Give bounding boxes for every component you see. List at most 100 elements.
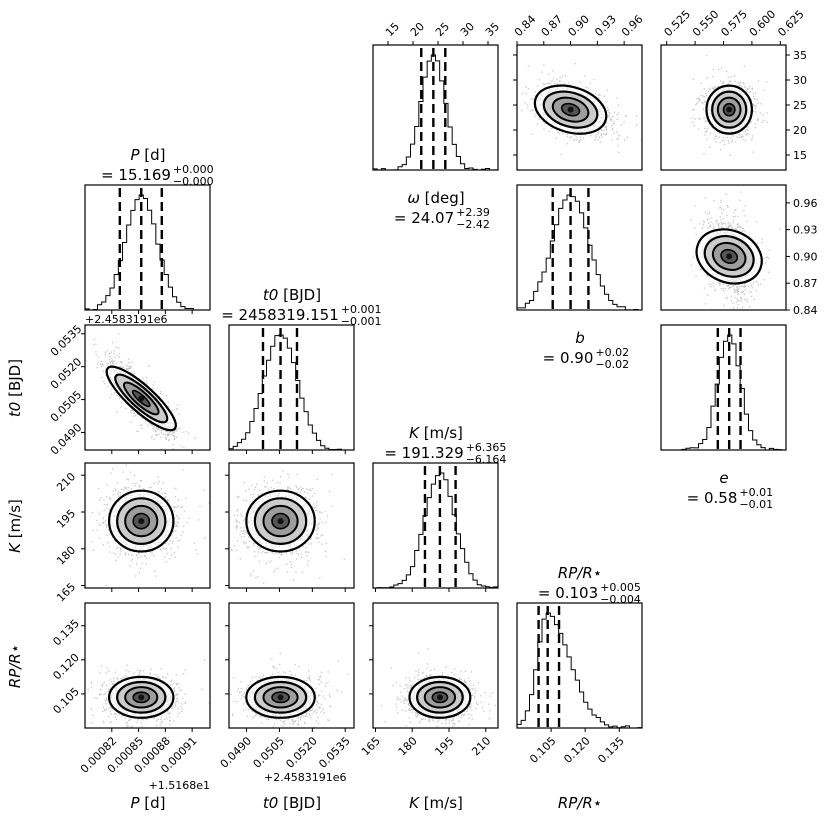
sample-point [111,358,113,360]
sample-point [169,723,171,726]
sample-point [154,434,157,436]
sample-point [239,558,241,560]
y-tick-label: 180 [54,544,78,568]
sample-point [296,552,298,555]
sample-point [171,706,173,708]
t0-vs-P-xticks [111,450,193,454]
sample-point [107,362,109,365]
sample-point [113,539,116,541]
sample-point [128,367,131,369]
sample-point [167,434,169,436]
sample-point [125,552,127,554]
sample-point [100,363,102,365]
sample-point [300,557,302,559]
sample-point [175,530,177,532]
sample-point [106,504,108,506]
sample-point [103,499,105,501]
sample-point [253,551,256,553]
sample-point [149,423,152,425]
sample-point [159,429,161,432]
sample-point [91,512,93,514]
sample-point [109,362,112,364]
sample-point [316,510,318,512]
sample-point [319,511,321,514]
sample-point [180,534,182,536]
sample-point [287,487,289,489]
sample-point [307,560,309,562]
sample-point [102,544,104,546]
sample-point [103,380,105,382]
t0-vs-P-panel [92,333,196,450]
sample-point [176,506,178,509]
sample-point [176,428,178,430]
sample-point [108,534,110,536]
sample-point [282,470,284,472]
sample-point [172,506,174,508]
sample-point [108,509,111,511]
sample-point [109,688,111,690]
sample-point [119,547,121,549]
sample-point [319,511,321,513]
sample-point [236,526,238,528]
sample-point [126,364,128,367]
sample-point [164,556,166,558]
sample-point [160,430,162,432]
sample-point [113,677,115,680]
sample-point [178,427,180,429]
sample-point [311,543,313,545]
sample-point [319,577,321,579]
sample-point [112,552,115,554]
sample-point [139,669,141,672]
sample-point [133,373,136,375]
sample-point [319,518,321,520]
sample-point [130,367,132,369]
sample-point [175,488,177,490]
density-peak [277,518,284,525]
sample-point [145,380,147,383]
sample-point [296,558,298,560]
sample-point [173,438,175,440]
sample-point [324,510,326,512]
sample-point [172,443,174,446]
sample-point [114,541,117,543]
sample-point [110,498,112,500]
sample-point [117,556,119,558]
sample-point [102,364,104,366]
sample-point [130,488,133,490]
sample-point [259,489,261,492]
P-histogram [84,194,211,311]
sample-point [105,519,107,522]
sample-point [173,552,176,554]
sample-point [118,495,120,498]
sample-point [143,381,145,383]
sample-point [174,517,176,519]
sample-point [156,434,158,436]
sample-point [174,429,177,431]
density-peak [138,395,145,402]
sample-point [171,432,174,434]
sample-point [148,486,151,489]
sample-point [198,519,200,521]
sample-point [320,535,322,537]
sample-point [109,352,111,354]
sample-point [309,498,311,500]
sample-point [131,554,133,556]
sample-point [96,519,98,522]
sample-point [286,563,288,565]
sample-point [315,529,317,531]
sample-point [236,528,238,530]
sample-point [107,529,109,531]
sample-point [186,521,188,524]
sample-point [109,396,111,399]
sample-point [168,439,170,441]
sample-point [160,668,162,670]
sample-point [154,429,156,432]
sample-point [174,705,177,707]
sample-point [157,482,159,485]
sample-point [122,367,124,369]
sample-point [243,482,245,484]
sample-point [98,512,101,515]
sample-point [168,434,170,436]
sample-point [178,499,180,501]
sample-point [274,553,277,555]
